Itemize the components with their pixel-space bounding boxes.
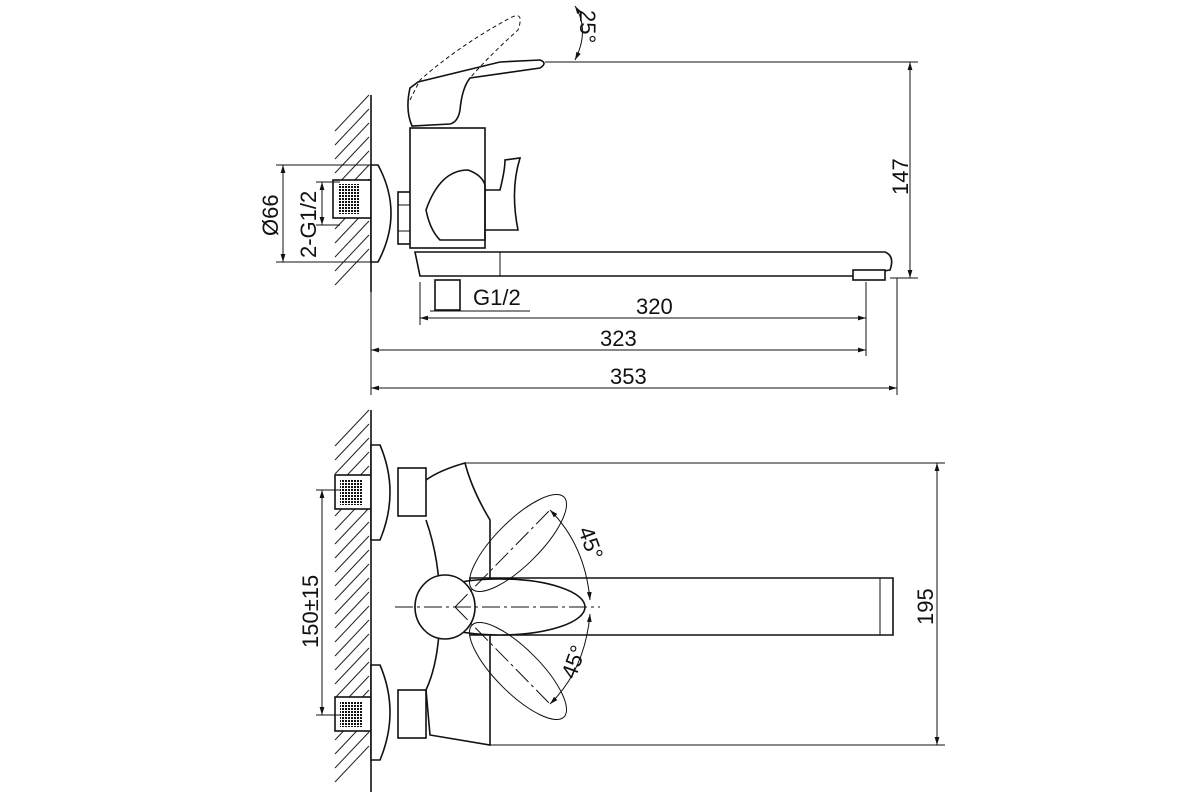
lever-raised-outline bbox=[409, 15, 521, 101]
angle-45-lower-label: 45° bbox=[556, 642, 591, 682]
hatch-line bbox=[334, 521, 370, 559]
outlet-thread-label: G1/2 bbox=[473, 285, 521, 310]
width-195-label: 195 bbox=[913, 588, 938, 625]
diameter-66-dimension: Ø66 bbox=[258, 164, 371, 263]
hatch-line bbox=[334, 122, 370, 160]
hatch-line bbox=[334, 591, 370, 629]
angle-45-upper-label: 45° bbox=[573, 523, 608, 563]
diverter-knob bbox=[485, 157, 522, 231]
width-195-dimension: 195 bbox=[465, 462, 945, 746]
diameter-66-label: Ø66 bbox=[258, 194, 283, 236]
hatch-line bbox=[334, 248, 370, 286]
handle-swing-outlines bbox=[395, 493, 600, 721]
outlet-thread-dimension: G1/2 bbox=[430, 285, 530, 312]
spout bbox=[414, 251, 893, 277]
hatch-line bbox=[334, 535, 370, 573]
hatch-line bbox=[334, 507, 370, 545]
hatch-line bbox=[334, 108, 370, 146]
hatch-line bbox=[334, 633, 370, 671]
length-353-dimension: 353 bbox=[371, 278, 898, 395]
length-353-label: 353 bbox=[610, 364, 647, 389]
side-view: 25° 147 Ø66 2-G1/2 G1/2 320 bbox=[258, 5, 918, 395]
spacing-150-dimension: 150±15 bbox=[298, 489, 340, 716]
hatch-line bbox=[334, 437, 370, 475]
wall-inlet bbox=[332, 179, 372, 219]
angle-25-dimension: 25° bbox=[574, 5, 600, 61]
hatch-line bbox=[334, 423, 370, 461]
length-320-dimension: 320 bbox=[419, 282, 867, 356]
length-323-dimension: 323 bbox=[370, 290, 866, 395]
outlet-connector bbox=[434, 279, 461, 311]
top-view: 45° 45° 195 150±15 bbox=[298, 409, 945, 792]
hatch-line bbox=[334, 731, 370, 769]
height-147-label: 147 bbox=[888, 158, 913, 195]
hatch-line bbox=[334, 94, 370, 132]
hatch-line bbox=[334, 647, 370, 685]
hatch-line bbox=[334, 661, 370, 699]
inlet-thread-dimension: 2-G1/2 bbox=[296, 181, 340, 258]
hatch-line bbox=[334, 549, 370, 587]
flange bbox=[370, 164, 392, 263]
mixer-body bbox=[409, 127, 486, 249]
upper-inlet bbox=[334, 444, 427, 541]
inlet-thread-label: 2-G1/2 bbox=[296, 191, 321, 258]
height-147-dimension: 147 bbox=[545, 61, 918, 279]
hatch-line bbox=[334, 745, 370, 783]
hatch-line bbox=[334, 563, 370, 601]
hatch-line bbox=[334, 220, 370, 258]
angle-25-label: 25° bbox=[575, 10, 600, 43]
hatch-line bbox=[334, 577, 370, 615]
length-323-label: 323 bbox=[600, 326, 637, 351]
spacing-150-label: 150±15 bbox=[298, 575, 323, 648]
lever-handle bbox=[407, 59, 545, 127]
hatch-line bbox=[334, 619, 370, 657]
length-320-label: 320 bbox=[636, 294, 673, 319]
lower-inlet bbox=[334, 664, 427, 761]
hatch-line bbox=[334, 605, 370, 643]
hatch-line bbox=[334, 234, 370, 272]
hatch-line bbox=[334, 136, 370, 174]
hatch-line bbox=[334, 409, 370, 447]
